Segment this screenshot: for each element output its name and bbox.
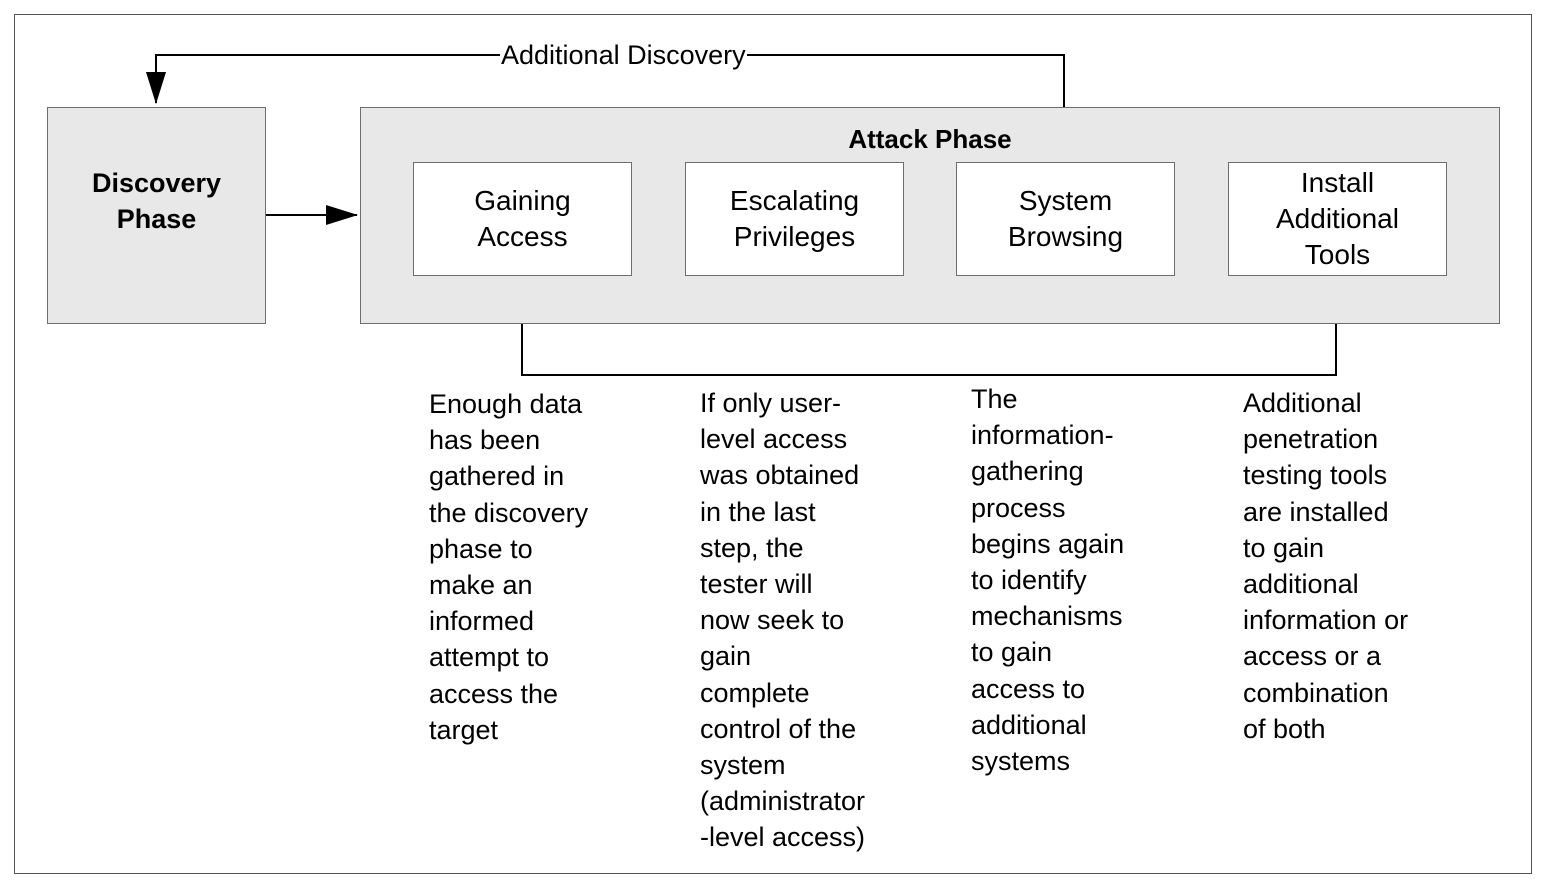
description-gaining-access: Enough data has been gathered in the dis… xyxy=(429,389,589,745)
description-install-additional-tools: Additional penetration testing tools are… xyxy=(1243,388,1409,744)
step-escalating-privileges: Escalating Privileges xyxy=(685,162,904,276)
diagram-frame xyxy=(14,14,1532,874)
description-escalating-privileges: If only user- level access was obtained … xyxy=(700,388,866,853)
step-gaining-access: Gaining Access xyxy=(413,162,632,276)
discovery-phase-box: Discovery Phase xyxy=(47,107,266,324)
attack-phase-title-text: Attack Phase xyxy=(848,124,1012,154)
additional-discovery-label: Additional Discovery xyxy=(500,38,747,72)
attack-phase-title: Attack Phase xyxy=(361,122,1501,156)
feedback-loop-line xyxy=(512,276,1337,376)
step-system-browsing: System Browsing xyxy=(956,162,1175,276)
step-install-additional-tools: Install Additional Tools xyxy=(1228,162,1447,276)
description-system-browsing: The information- gathering process begin… xyxy=(971,384,1125,777)
